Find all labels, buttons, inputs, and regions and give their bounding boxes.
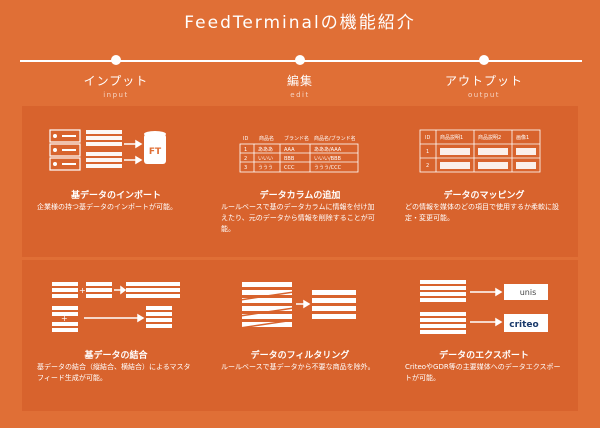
ft-logo-text: FT <box>149 147 162 157</box>
card-filtering: データのフィルタリング ルールベースで基データから不要な商品を除外。 <box>206 260 394 411</box>
card-add-column: ID 商品名 ブランド名 商品名/ブランド名 1 あああ AAA あああ/AAA… <box>206 106 394 257</box>
unis-logo: unis <box>520 288 537 297</box>
table-cell: いいい <box>258 156 273 162</box>
card-description: ルールベースで基のデータカラムに情報を付け加えたり、元のデータから情報を削除する… <box>221 203 375 233</box>
phase-edit: 編集 edit <box>225 72 375 99</box>
table-header: ID <box>425 135 430 141</box>
card-description: ルールベースで基データから不要な商品を除外。 <box>221 363 375 371</box>
card-mapping: ID 商品説明1 商品説明2 画像1 1 2 データのマッピング どの情報を媒体… <box>390 106 578 257</box>
table-cell: 2 <box>426 163 429 169</box>
table-cell: あああ/AAA <box>314 147 342 153</box>
table-cell: いいい/BBB <box>314 156 342 162</box>
page-title: FeedTerminalの機能紹介 <box>184 13 416 33</box>
card-title: 基データのインポート <box>70 191 161 201</box>
table-cell: あああ <box>258 147 273 153</box>
table-cell: 3 <box>244 165 247 171</box>
table-cell: 1 <box>426 149 429 155</box>
import-icon: FT <box>49 129 166 171</box>
phase-name: 編集 <box>286 74 313 88</box>
timeline-dot-output <box>479 55 489 65</box>
plus-icon: + <box>61 314 68 323</box>
table-header: 商品説明1 <box>440 134 463 141</box>
phase-name: アウトプット <box>444 74 523 88</box>
card-title: データのフィルタリング <box>250 351 350 361</box>
timeline-dot-edit <box>295 55 305 65</box>
table-cell: ううう <box>258 165 273 171</box>
phase-name: インプット <box>83 74 149 88</box>
table-header: ブランド名 <box>284 135 309 142</box>
card-description: 企業様の持つ基データのインポートが可能。 <box>37 203 177 211</box>
export-icon: unis criteo <box>420 280 548 334</box>
table-cell: BBB <box>284 156 295 162</box>
table-cell: 2 <box>244 156 247 162</box>
card-description: どの情報を媒体のどの項目で使用するか柔軟に設定・変更可能。 <box>405 203 559 222</box>
card-title: データのマッピング <box>443 191 525 201</box>
phase-sub: output <box>467 91 501 99</box>
filter-icon <box>239 282 356 329</box>
phase-output: アウトプット output <box>409 72 559 99</box>
card-merge: + + 基データの結合 基データの結合（縦結合、横結合）によるマスタフィード生成… <box>22 260 210 411</box>
card-title: データカラムの追加 <box>259 191 341 201</box>
table-cell: ううう/CCC <box>314 165 342 171</box>
card-description: CriteoやGDR等の主要媒体へのデータエクスポートが可能。 <box>405 363 561 382</box>
table-header: 商品名 <box>259 135 274 142</box>
card-title: 基データの結合 <box>84 351 148 361</box>
table-cell: AAA <box>284 147 295 153</box>
card-description: 基データの結合（縦結合、横結合）によるマスタフィード生成が可能。 <box>37 363 191 382</box>
card-import: FT 基データのインポート 企業様の持つ基データのインポートが可能。 <box>22 106 210 257</box>
phase-input: インプット input <box>41 72 191 99</box>
table-icon: ID 商品名 ブランド名 商品名/ブランド名 1 あああ AAA あああ/AAA… <box>239 135 359 173</box>
mapping-icon: ID 商品説明1 商品説明2 画像1 1 2 <box>419 129 541 173</box>
phase-sub: edit <box>290 91 310 99</box>
phase-sub: input <box>103 91 129 99</box>
table-cell: 1 <box>244 147 247 153</box>
table-header: 画像1 <box>516 134 529 141</box>
card-export: unis criteo データのエクスポート CriteoやGDR等の主要媒体へ… <box>390 260 578 411</box>
table-header: ID <box>243 136 248 142</box>
criteo-logo: criteo <box>509 320 538 330</box>
timeline-dot-input <box>111 55 121 65</box>
table-header: 商品名/ブランド名 <box>314 135 356 142</box>
merge-icon: + + <box>52 282 180 332</box>
plus-icon: + <box>79 286 86 295</box>
table-header: 商品説明2 <box>478 134 501 141</box>
table-cell: CCC <box>284 165 295 171</box>
card-title: データのエクスポート <box>439 351 529 361</box>
